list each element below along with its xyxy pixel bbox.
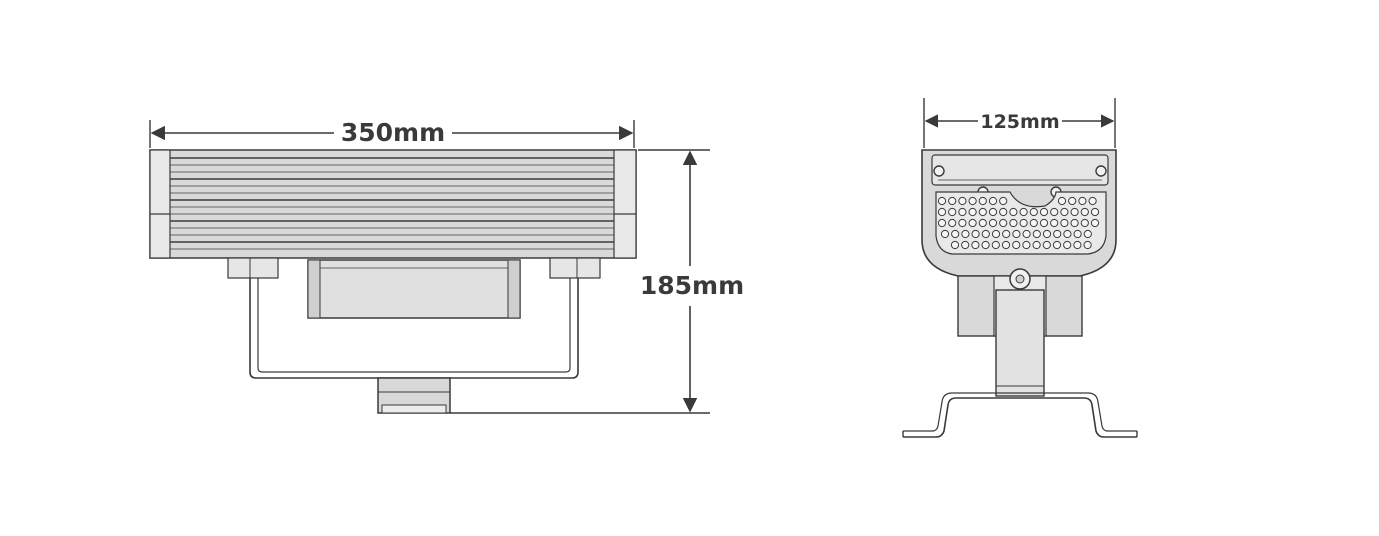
led-dot (1001, 240, 1011, 250)
led-dot (1050, 207, 1059, 217)
led-dot (1032, 229, 1041, 239)
led-dot (988, 196, 998, 206)
led-dot (958, 218, 967, 228)
led-dot (1060, 218, 1069, 228)
led-dot (978, 207, 987, 217)
led-dot (1078, 196, 1087, 206)
led-dot (1022, 229, 1031, 239)
side-base-bracket (902, 392, 1138, 438)
led-dot (937, 218, 947, 228)
led-dot (1057, 196, 1067, 206)
led-dot (1029, 207, 1038, 217)
led-dot (999, 218, 1008, 228)
led-dot (961, 229, 970, 239)
width-label-125: 125mm (980, 111, 1059, 133)
led-dot (1009, 207, 1018, 217)
front-mount-left (227, 257, 279, 279)
width-label-350: 350mm (341, 118, 445, 147)
height-dimension-front: 185mm (450, 149, 744, 414)
led-dot (950, 240, 960, 250)
led-dot (1063, 240, 1072, 250)
heat-sink-fins (170, 157, 614, 250)
led-dot (1042, 229, 1052, 239)
front-center-box (307, 259, 521, 319)
led-dot (1022, 240, 1031, 250)
led-dot (1083, 240, 1092, 250)
led-dot (968, 218, 977, 228)
led-dot (1012, 240, 1021, 250)
front-mount-right (549, 257, 601, 279)
led-dot (1088, 196, 1097, 206)
led-dot (971, 229, 980, 239)
led-dot (948, 218, 957, 228)
front-view: 350mm 185mm (149, 118, 744, 414)
led-dot (988, 218, 998, 228)
led-dot (971, 240, 980, 250)
led-dot (1080, 218, 1089, 228)
led-dot (948, 207, 957, 217)
led-dot (1019, 207, 1028, 217)
led-dot (1073, 240, 1082, 250)
led-dot (1060, 207, 1069, 217)
led-dot (988, 207, 998, 217)
led-dot (1083, 229, 1092, 239)
led-dot (1032, 240, 1041, 250)
led-dot (1063, 229, 1072, 239)
led-dot (1070, 207, 1079, 217)
led-dot (981, 240, 990, 250)
side-post (995, 289, 1045, 397)
width-dimension-front: 350mm (149, 118, 635, 148)
led-dot (1002, 229, 1011, 239)
led-dot (940, 229, 950, 239)
led-dot (978, 196, 987, 206)
led-dot (1090, 218, 1100, 228)
led-dot (1009, 218, 1018, 228)
side-head-housing (921, 149, 1117, 277)
led-dot (978, 218, 987, 228)
height-label-185: 185mm (640, 271, 744, 300)
led-dot (961, 240, 970, 250)
led-dot (951, 229, 960, 239)
led-dot (1070, 218, 1079, 228)
led-dot (1019, 218, 1028, 228)
led-dot (968, 196, 977, 206)
led-dot (968, 207, 977, 217)
led-dot (1012, 229, 1021, 239)
led-array (937, 196, 1100, 250)
led-dot (1039, 207, 1049, 217)
front-base-block (377, 377, 451, 414)
led-dot (1090, 207, 1100, 217)
led-dot (981, 229, 990, 239)
led-dot (1080, 207, 1089, 217)
led-dot (991, 240, 1000, 250)
front-body (149, 149, 637, 259)
led-dot (999, 196, 1008, 206)
led-dot (958, 207, 967, 217)
led-dot (1052, 240, 1062, 250)
led-dot (1053, 229, 1062, 239)
led-dot (1039, 218, 1049, 228)
led-dot (1073, 229, 1082, 239)
side-view: 125mm (902, 98, 1138, 438)
led-dot (937, 196, 947, 206)
led-dot (1050, 218, 1059, 228)
led-dot (991, 229, 1001, 239)
led-dot (958, 196, 967, 206)
led-dot (999, 207, 1008, 217)
led-dot (1029, 218, 1038, 228)
led-dot (1068, 196, 1077, 206)
led-dot (948, 196, 957, 206)
led-dot (937, 207, 947, 217)
width-dimension-side: 125mm (923, 98, 1116, 148)
led-dot (1042, 240, 1051, 250)
